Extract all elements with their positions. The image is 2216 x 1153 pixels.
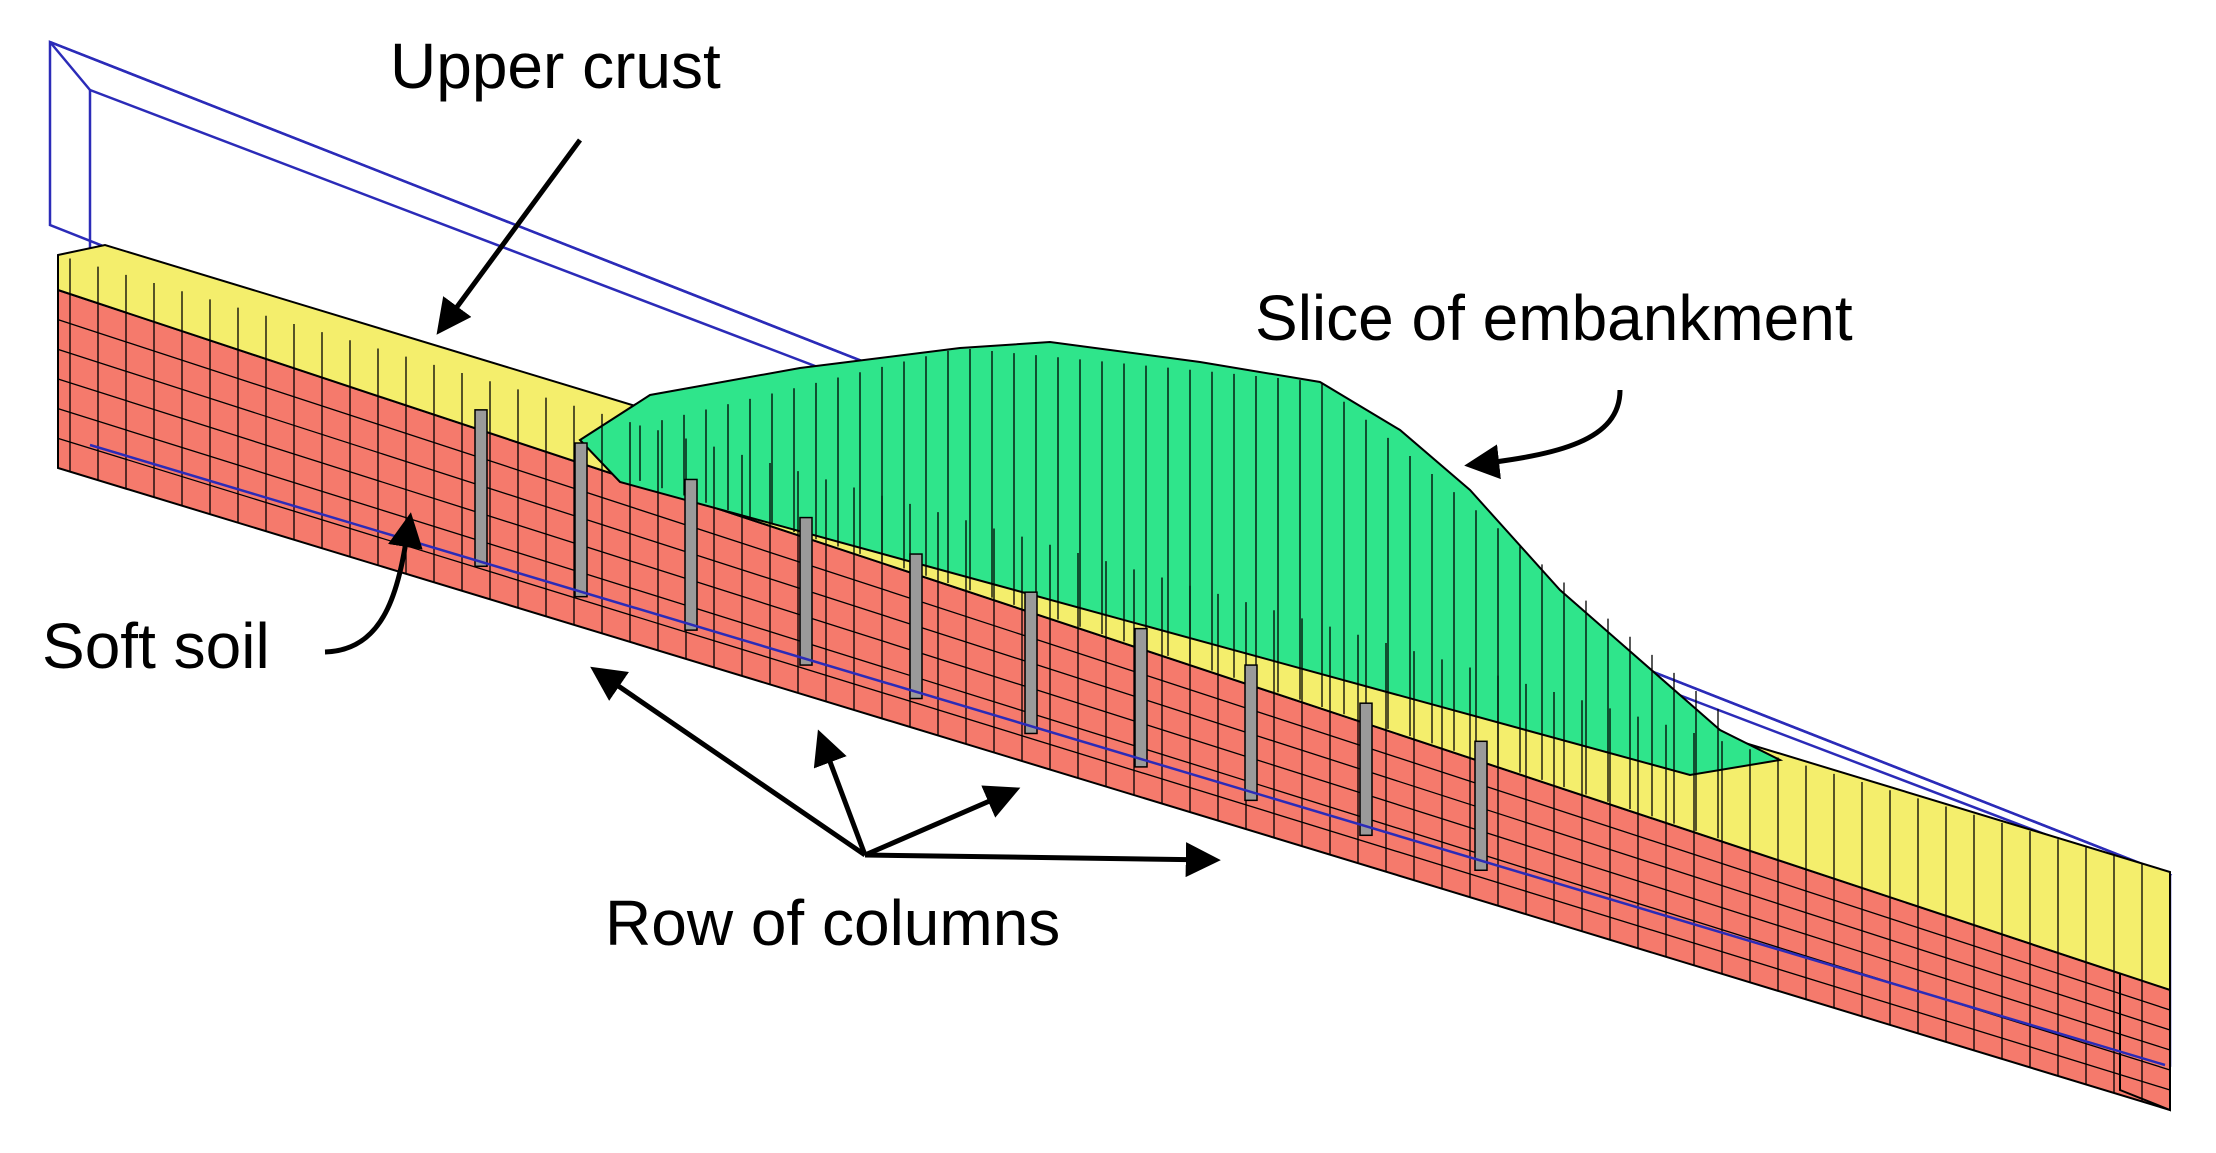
column [1244, 664, 1258, 802]
embankment-arrow [1464, 389, 1623, 480]
upper-crust-label: Upper crust [390, 30, 721, 102]
mesh-line [57, 319, 2171, 1011]
bounding-box-inner-edge [89, 443, 2166, 1067]
column-arrow-3 [864, 785, 1021, 858]
column [574, 442, 588, 598]
column [1134, 627, 1148, 768]
mesh-line [57, 378, 2171, 1051]
column [1359, 702, 1373, 837]
row-of-columns-label: Row of columns [605, 887, 1060, 959]
soft-soil-label: Soft soil [42, 610, 270, 682]
column-arrow-1 [590, 666, 867, 858]
column [474, 409, 488, 568]
annotation-arrows [324, 138, 1623, 878]
column-arrow-4 [864, 842, 1221, 878]
column-arrow-2 [813, 729, 868, 856]
upper-crust-arrow [436, 138, 583, 335]
mesh-line [57, 348, 2171, 1031]
slice-of-embankment-label: Slice of embankment [1255, 282, 1853, 354]
column [799, 516, 813, 666]
column [684, 478, 698, 631]
column [1024, 591, 1038, 735]
embankment-slice [578, 340, 1784, 777]
column [909, 553, 923, 700]
row-of-columns [474, 409, 1488, 872]
soft-soil-arrow [324, 512, 423, 655]
column [1474, 740, 1488, 872]
